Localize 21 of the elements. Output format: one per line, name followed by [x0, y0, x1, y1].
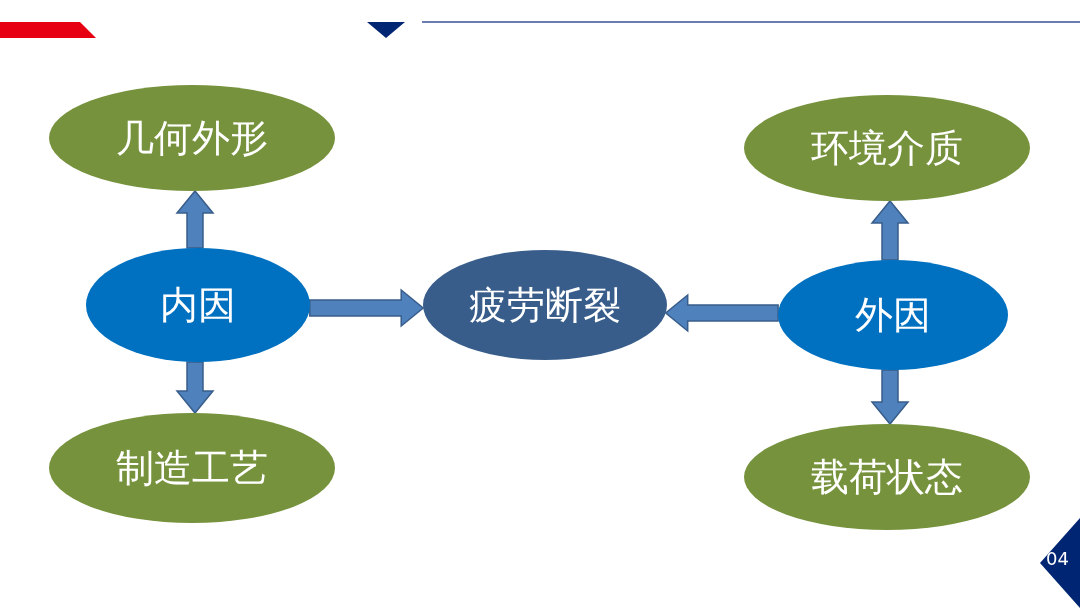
- result-ellipse: [423, 250, 667, 360]
- node-label: 载荷状态: [811, 453, 963, 501]
- node-label: 内因: [160, 281, 236, 329]
- page-number: 04: [1046, 548, 1069, 569]
- node-label: 外因: [855, 291, 931, 339]
- cause-ellipse: [86, 248, 310, 362]
- node-label: 几何外形: [116, 114, 268, 162]
- factor-ellipse: [744, 424, 1030, 530]
- cause-ellipse: [778, 260, 1008, 370]
- node-label: 制造工艺: [116, 444, 268, 492]
- block-arrow: [870, 199, 910, 261]
- block-arrow: [870, 369, 910, 426]
- block-arrow: [664, 293, 779, 333]
- factor-ellipse: [744, 95, 1030, 201]
- factor-ellipse: [49, 85, 335, 191]
- factor-ellipse: [49, 413, 335, 523]
- node-label: 疲劳断裂: [469, 281, 621, 329]
- node-label: 环境介质: [811, 124, 963, 172]
- block-arrow: [175, 361, 215, 415]
- block-arrow: [175, 189, 215, 249]
- block-arrow: [309, 288, 425, 328]
